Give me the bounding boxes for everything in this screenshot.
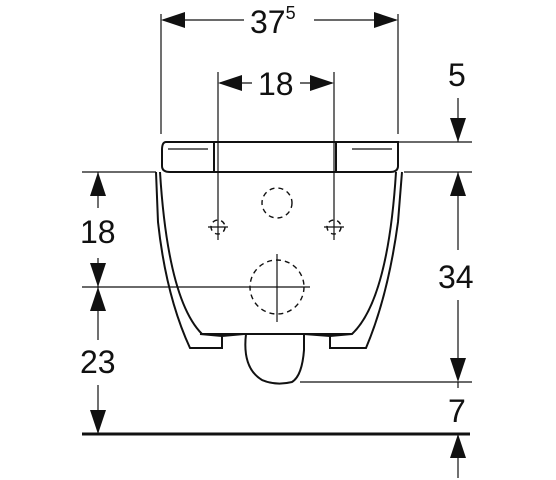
label-outlet-height: 23	[80, 344, 116, 380]
label-seat-thickness: 5	[448, 57, 466, 93]
outlet-circle	[249, 254, 310, 322]
toilet-seat-lid	[161, 141, 399, 173]
extension-lines	[82, 14, 472, 383]
dim-seat-thickness	[450, 98, 466, 196]
label-floor-clearance: 7	[448, 393, 466, 429]
flush-inlet-circle	[261, 187, 293, 219]
label-bolt-spacing: 18	[258, 66, 294, 102]
label-overall-width: 375	[250, 3, 296, 40]
mounting-hole-right	[324, 219, 344, 235]
label-bowl-height: 34	[438, 259, 474, 295]
dim-bolt-to-outlet	[90, 172, 106, 287]
dim-outlet-height	[90, 287, 106, 434]
dim-overall-width	[161, 12, 398, 28]
toilet-outlet-bowl	[244, 333, 305, 385]
dim-bolt-spacing	[218, 75, 334, 91]
dim-floor-clearance	[450, 382, 466, 478]
toilet-bowl-body	[155, 171, 403, 349]
mounting-hole-left	[208, 219, 228, 235]
label-bolt-to-outlet: 18	[80, 214, 116, 250]
dim-bowl-height	[450, 196, 466, 382]
